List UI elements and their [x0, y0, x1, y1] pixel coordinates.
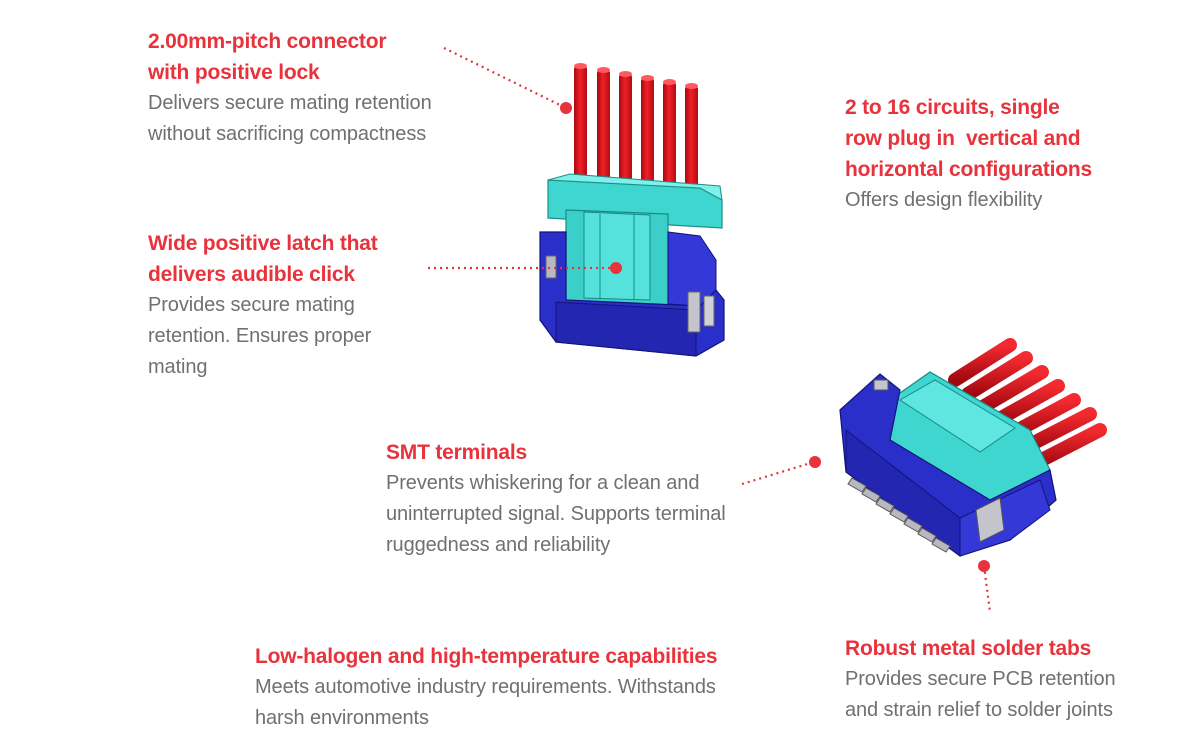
leader-dots	[560, 102, 990, 572]
callout-latch: Wide positive latch that delivers audibl…	[148, 228, 438, 383]
callout-latch-desc-line-3: mating	[148, 356, 208, 378]
callout-circuits-title-line-2: row plug in vertical and	[845, 127, 1081, 150]
callout-halogen-title-line-1: Low-halogen and high-temperature capabil…	[255, 645, 718, 668]
callout-smt-desc-line-1: Prevents whiskering for a clean and	[386, 472, 700, 494]
callout-tabs-desc-line-2: and strain relief to solder joints	[845, 699, 1113, 721]
callout-latch-desc-line-2: retention. Ensures proper	[148, 325, 372, 347]
callout-pitch-title-line-1: 2.00mm-pitch connector	[148, 30, 387, 53]
callout-latch-desc-line-1: Provides secure mating	[148, 294, 355, 316]
callout-pitch-desc-line-1: Delivers secure mating retention	[148, 92, 432, 114]
callout-smt: SMT terminals Prevents whiskering for a …	[386, 437, 766, 561]
callout-tabs-title-line-1: Robust metal solder tabs	[845, 637, 1092, 660]
callout-smt-desc-line-2: uninterrupted signal. Supports terminal	[386, 503, 726, 525]
callout-halogen-desc-line-2: harsh environments	[255, 707, 429, 729]
callout-circuits-title-line-1: 2 to 16 circuits, single	[845, 96, 1060, 119]
leader-lines	[428, 47, 992, 613]
callout-latch-title-line-1: Wide positive latch that	[148, 232, 378, 255]
callout-circuits-desc-line-1: Offers design flexibility	[845, 189, 1043, 211]
callout-pitch-title-line-2: with positive lock	[148, 61, 320, 84]
callout-halogen-desc-line-1: Meets automotive industry requirements. …	[255, 676, 716, 698]
callout-circuits-title-line-3: horizontal configurations	[845, 158, 1092, 181]
callout-circuits: 2 to 16 circuits, single row plug in ver…	[845, 92, 1175, 216]
callout-pitch-desc-line-2: without sacrificing compactness	[148, 123, 427, 145]
callout-pitch: 2.00mm-pitch connector with positive loc…	[148, 26, 478, 150]
callout-tabs: Robust metal solder tabs Provides secure…	[845, 633, 1175, 726]
callout-halogen: Low-halogen and high-temperature capabil…	[255, 641, 775, 734]
callout-smt-desc-line-3: ruggedness and reliability	[386, 534, 611, 556]
callout-latch-title-line-2: delivers audible click	[148, 263, 355, 286]
callout-tabs-desc-line-1: Provides secure PCB retention	[845, 668, 1116, 690]
horizontal-connector-image	[839, 338, 1107, 557]
vertical-connector-image	[539, 63, 725, 357]
callout-smt-title-line-1: SMT terminals	[386, 441, 527, 464]
